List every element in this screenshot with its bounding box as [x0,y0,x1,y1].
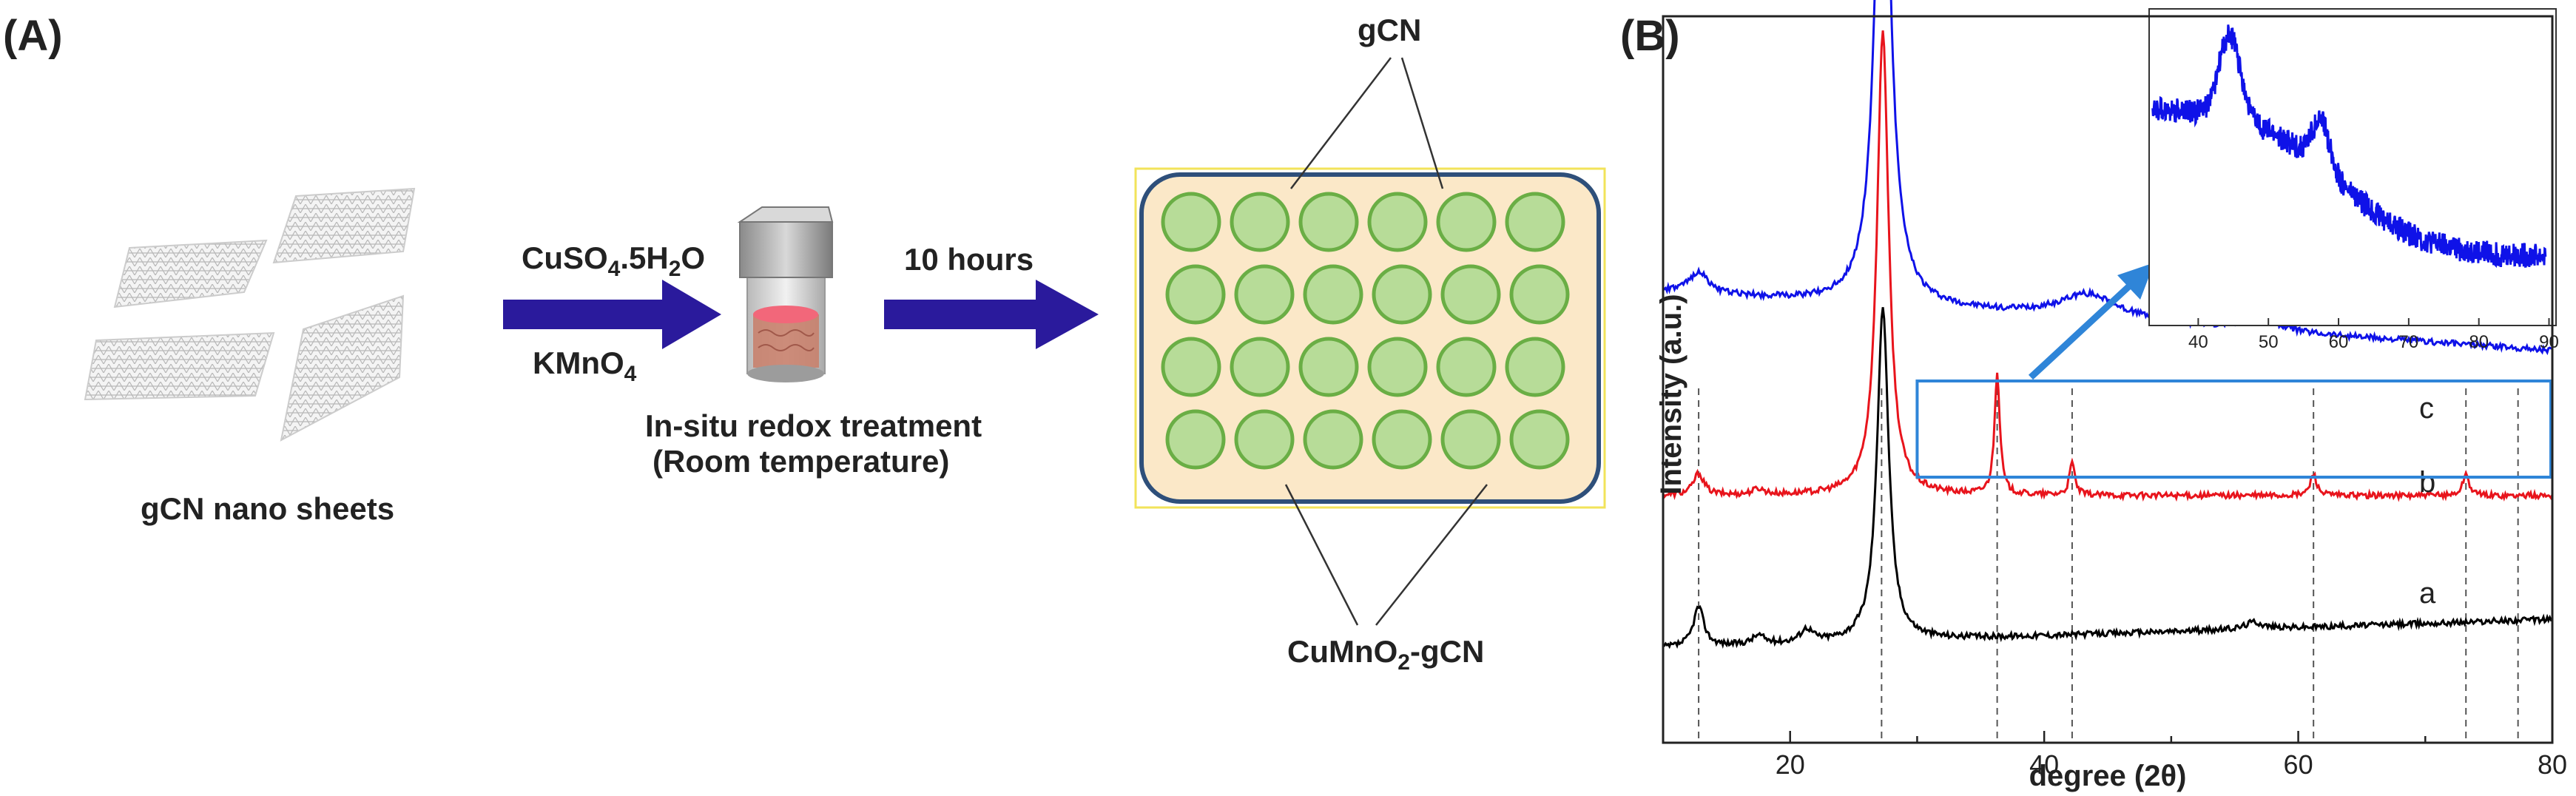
inset-series-line [2151,24,2547,269]
panel-b-label: (B) [1620,12,1680,60]
gcn-label: gCN [1358,13,1421,47]
inset-frame [2148,8,2557,326]
nanoparticle-grid [1161,192,1570,470]
nanoparticle-circle [1161,337,1221,397]
nanoparticle-circle [1367,192,1428,252]
treatment-line-2: (Room temperature) [653,444,949,479]
nanoparticle-circle [1234,264,1295,325]
nanoparticle-circle [1298,192,1359,252]
nanoparticle-circle [1372,264,1432,325]
panel-a-label: (A) [3,12,63,60]
panel-b: (B) c b a 40 50 60 70 80 90 20 40 60 80 degree (2θ) In… [1620,0,2567,792]
reaction-arrow-2-icon [884,280,1099,349]
product-label: CuMnO2-gCN [1287,634,1484,675]
inset-tick-label: 70 [2399,332,2419,352]
nanosheets-caption: gCN nano sheets [141,491,394,526]
highlight-region-box [1915,380,2552,479]
inset-tick-label: 90 [2539,332,2559,352]
inset-tick-label: 50 [2259,332,2279,352]
nanoparticle-circle [1234,409,1295,470]
nanoparticle-circle [1367,337,1428,397]
inset-tick-label: 40 [2188,332,2208,352]
x-tick-label: 60 [2284,749,2313,780]
y-axis-label: Intensity (a.u.) [1655,294,1687,494]
inset-tick-label: 60 [2329,332,2349,352]
series-label-a: a [2419,577,2436,610]
time-label: 10 hours [904,242,1034,277]
nanoparticle-circle [1303,409,1363,470]
series-label-b: b [2419,466,2435,499]
plot-frame [1662,15,2554,744]
nanoparticle-circle [1436,337,1497,397]
zoom-arrow-icon [2028,282,2134,380]
nanoparticle-circle [1161,192,1221,252]
nanosheets-illustration-icon [84,187,416,442]
nanoparticle-circle [1303,264,1363,325]
x-tick-label: 40 [2029,749,2059,780]
nanoparticle-circle [1436,192,1497,252]
reagent-cuso4: CuSO4.5H2O [522,240,705,281]
series-label-c: c [2419,392,2434,425]
inset-tick-label: 80 [2469,332,2489,352]
nanoparticle-circle [1165,409,1226,470]
panel-a: (A) gCN nano sheets CuSO4.5H2O KMnO4 In-… [3,12,1606,675]
nanoparticle-circle [1230,337,1290,397]
nanoparticle-circle [1440,409,1501,470]
reagent-kmno4: KMnO4 [533,345,637,386]
nanoparticle-circle [1372,409,1432,470]
series-line-a [1662,307,2553,650]
xrd-chart: c b a 40 50 60 70 80 90 20 40 60 80 degree (2θ) Intens… [1655,0,2567,792]
x-axis-label: degree (2θ) [2029,760,2187,792]
nanoparticle-circle [1509,264,1570,325]
zoom-arrowhead-icon [2117,263,2154,300]
nanoparticle-circle [1509,409,1570,470]
nanoparticle-circle [1440,264,1501,325]
nanoparticle-circle [1165,264,1226,325]
reaction-arrow-1-icon [503,280,721,349]
nanoparticle-circle [1505,192,1565,252]
treatment-line-1: In-situ redox treatment [645,408,982,443]
series-line-b [1662,30,2554,502]
nanoparticle-circle [1230,192,1290,252]
x-tick-label: 20 [1776,749,1805,780]
reactor-vessel-icon [737,206,834,382]
x-tick-label: 80 [2538,749,2567,780]
nanoparticle-circle [1298,337,1359,397]
nanoparticle-circle [1505,337,1565,397]
